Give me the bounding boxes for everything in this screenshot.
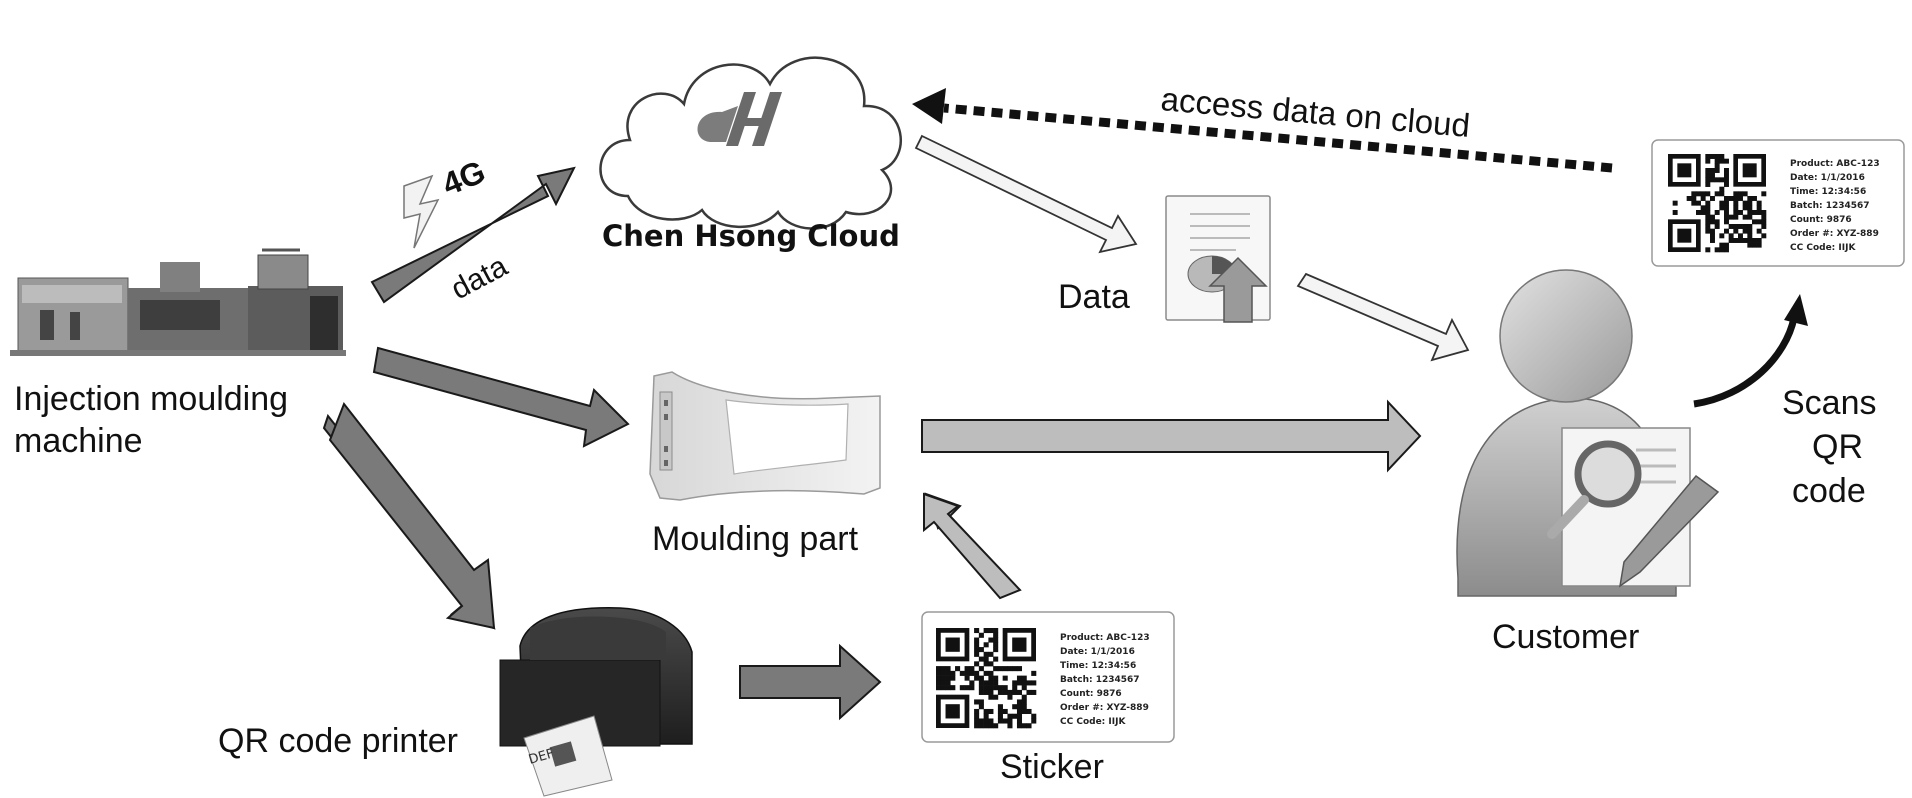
scanned-sticker-product: Product: ABC-123	[1790, 159, 1880, 169]
arrow-printer-to-sticker	[739, 643, 882, 721]
scans-label-1: Scans	[1782, 384, 1877, 422]
sticker-order: Order #: XYZ-889	[1060, 703, 1149, 713]
qr-code-icon	[936, 628, 1037, 729]
printer-label-text: DEF	[527, 746, 556, 768]
sticker-time: Time: 12:34:56	[1060, 661, 1136, 671]
access-data-label: access data on cloud	[1159, 80, 1471, 144]
sticker-product: Product: ABC-123	[1060, 633, 1150, 643]
data-document-label: Data	[1058, 278, 1130, 316]
machine-label-line1: Injection moulding	[14, 380, 288, 418]
cloud-logo-icon	[697, 92, 782, 146]
printer-label: QR code printer	[218, 722, 458, 760]
sticker-count: Count: 9876	[1060, 689, 1122, 699]
arrow-part-to-customer	[921, 399, 1422, 473]
customer-label: Customer	[1492, 618, 1639, 656]
injection-machine-icon	[10, 248, 346, 356]
cloud-icon	[599, 56, 902, 230]
moulding-part-label: Moulding part	[652, 520, 859, 558]
scanned-sticker-cc: CC Code: IIJK	[1790, 243, 1856, 253]
scanned-sticker-date: Date: 1/1/2016	[1790, 173, 1865, 183]
qr-code-icon	[1668, 153, 1767, 253]
sticker-date: Date: 1/1/2016	[1060, 647, 1135, 657]
scan-arrow	[1693, 294, 1808, 408]
data-arrow-label: data	[446, 249, 513, 306]
arrow-sticker-to-part	[923, 492, 1022, 600]
signal-4g-label: 4G	[437, 153, 490, 202]
sticker-cc: CC Code: IIJK	[1060, 717, 1126, 727]
scanned-sticker-count: Count: 9876	[1790, 215, 1852, 225]
arrow-machine-to-part	[372, 346, 630, 448]
scans-label-3: code	[1792, 472, 1866, 510]
data-document-icon	[1165, 195, 1271, 323]
lightning-icon	[403, 174, 440, 249]
scanned-sticker-time: Time: 12:34:56	[1790, 187, 1866, 197]
arrow-machine-to-cloud	[370, 166, 576, 304]
cloud-label: Chen Hsong Cloud	[602, 219, 900, 253]
scanned-sticker-order: Order #: XYZ-889	[1790, 229, 1879, 239]
sticker-top-right: Product: ABC-123 Date: 1/1/2016 Time: 12…	[1651, 139, 1905, 267]
arrow-machine-to-printer	[322, 402, 496, 630]
moulding-part-icon	[649, 371, 881, 501]
machine-label-line2: machine	[14, 422, 143, 460]
access-data-arrow	[912, 88, 1613, 173]
arrow-data-to-customer	[1296, 272, 1470, 362]
qr-printer-icon: DEF	[499, 607, 693, 797]
sticker-label: Sticker	[1000, 748, 1104, 786]
customer-person-icon	[1456, 269, 1720, 597]
sticker-batch: Batch: 1234567	[1060, 675, 1140, 685]
scans-label-2: QR	[1812, 428, 1863, 466]
scanned-sticker-batch: Batch: 1234567	[1790, 201, 1870, 211]
sticker-bottom: Product: ABC-123 Date: 1/1/2016 Time: 12…	[921, 611, 1175, 743]
arrow-cloud-to-data	[914, 134, 1138, 254]
